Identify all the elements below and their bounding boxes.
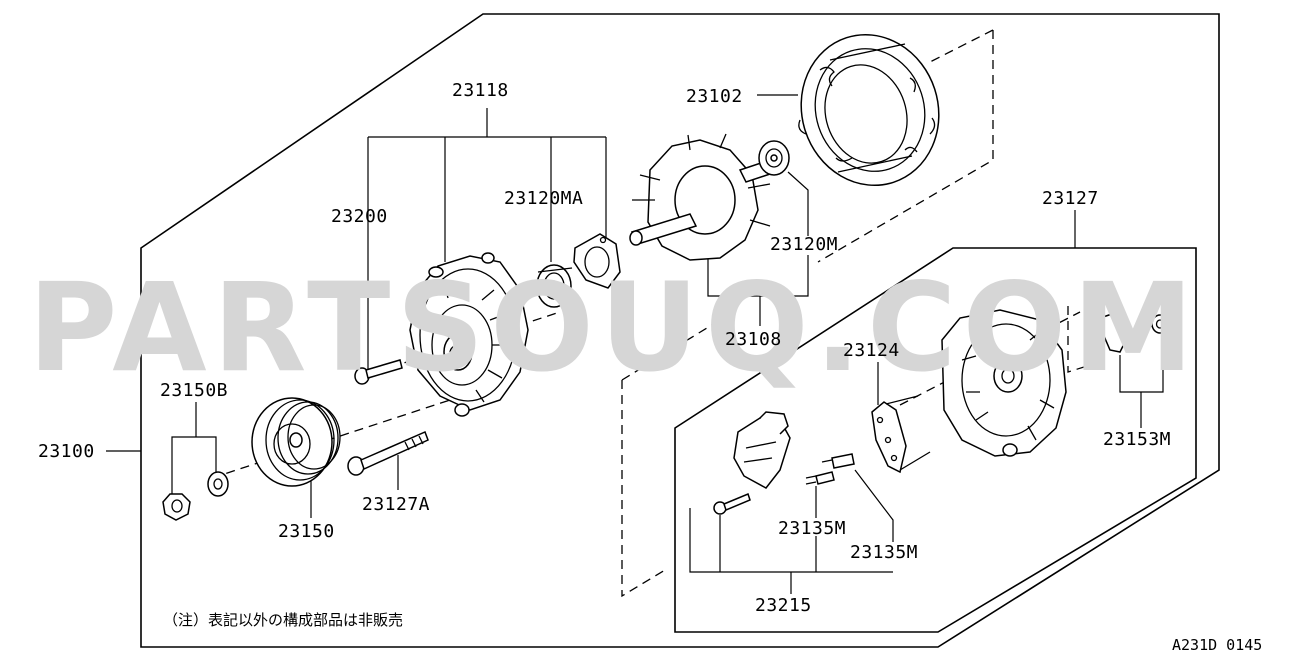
front-bearing-part <box>536 264 573 308</box>
assembly-frame <box>140 13 1220 648</box>
label-23135M-b: 23135M <box>850 542 918 563</box>
leader-23135M-b <box>854 469 894 542</box>
label-23120MA: 23120MA <box>504 188 583 209</box>
pulley-part <box>251 397 341 487</box>
retainer-plate-part <box>573 233 621 289</box>
terminal-parts <box>1099 313 1169 353</box>
leader-23153M <box>1119 338 1164 428</box>
label-23200: 23200 <box>331 206 388 227</box>
label-23150B: 23150B <box>160 380 228 401</box>
label-23127A: 23127A <box>362 494 430 515</box>
regulator-part <box>713 411 791 515</box>
label-23153M: 23153M <box>1103 429 1171 450</box>
rear-bracket-part <box>941 309 1067 457</box>
label-23124: 23124 <box>843 340 900 361</box>
label-23127: 23127 <box>1042 188 1099 209</box>
stator-part <box>798 33 940 187</box>
bolt-23200-part <box>354 359 403 385</box>
diagram-code: A231D 0145 <box>1172 636 1262 654</box>
leader-23150B <box>171 402 217 494</box>
footnote: （注）表記以外の構成部品は非販売 <box>163 611 403 629</box>
leader-23118 <box>367 108 607 370</box>
rectifier-part <box>871 395 931 474</box>
rotor-dashed-outline <box>621 380 666 598</box>
label-23135M-a: 23135M <box>778 518 846 539</box>
leader-23108 <box>707 255 809 326</box>
label-23108: 23108 <box>725 329 782 350</box>
label-23100: 23100 <box>38 441 95 462</box>
leader-23120M <box>787 171 809 236</box>
rear-assembly-frame <box>674 247 1197 633</box>
label-23150: 23150 <box>278 521 335 542</box>
label-23102: 23102 <box>686 86 743 107</box>
pulley-nut-part <box>162 493 191 521</box>
label-23120M: 23120M <box>770 234 838 255</box>
front-bracket-part <box>409 252 529 417</box>
pulley-washer-part <box>207 471 229 497</box>
leader-23215 <box>689 508 893 594</box>
label-23215: 23215 <box>755 595 812 616</box>
brush-parts <box>805 453 855 485</box>
label-23118: 23118 <box>452 80 509 101</box>
through-bolt-part <box>347 430 429 476</box>
watermark-text: PARTSOUQ.COM <box>28 257 1200 399</box>
rear-bearing-part <box>758 140 790 176</box>
rotor-part <box>629 133 778 261</box>
